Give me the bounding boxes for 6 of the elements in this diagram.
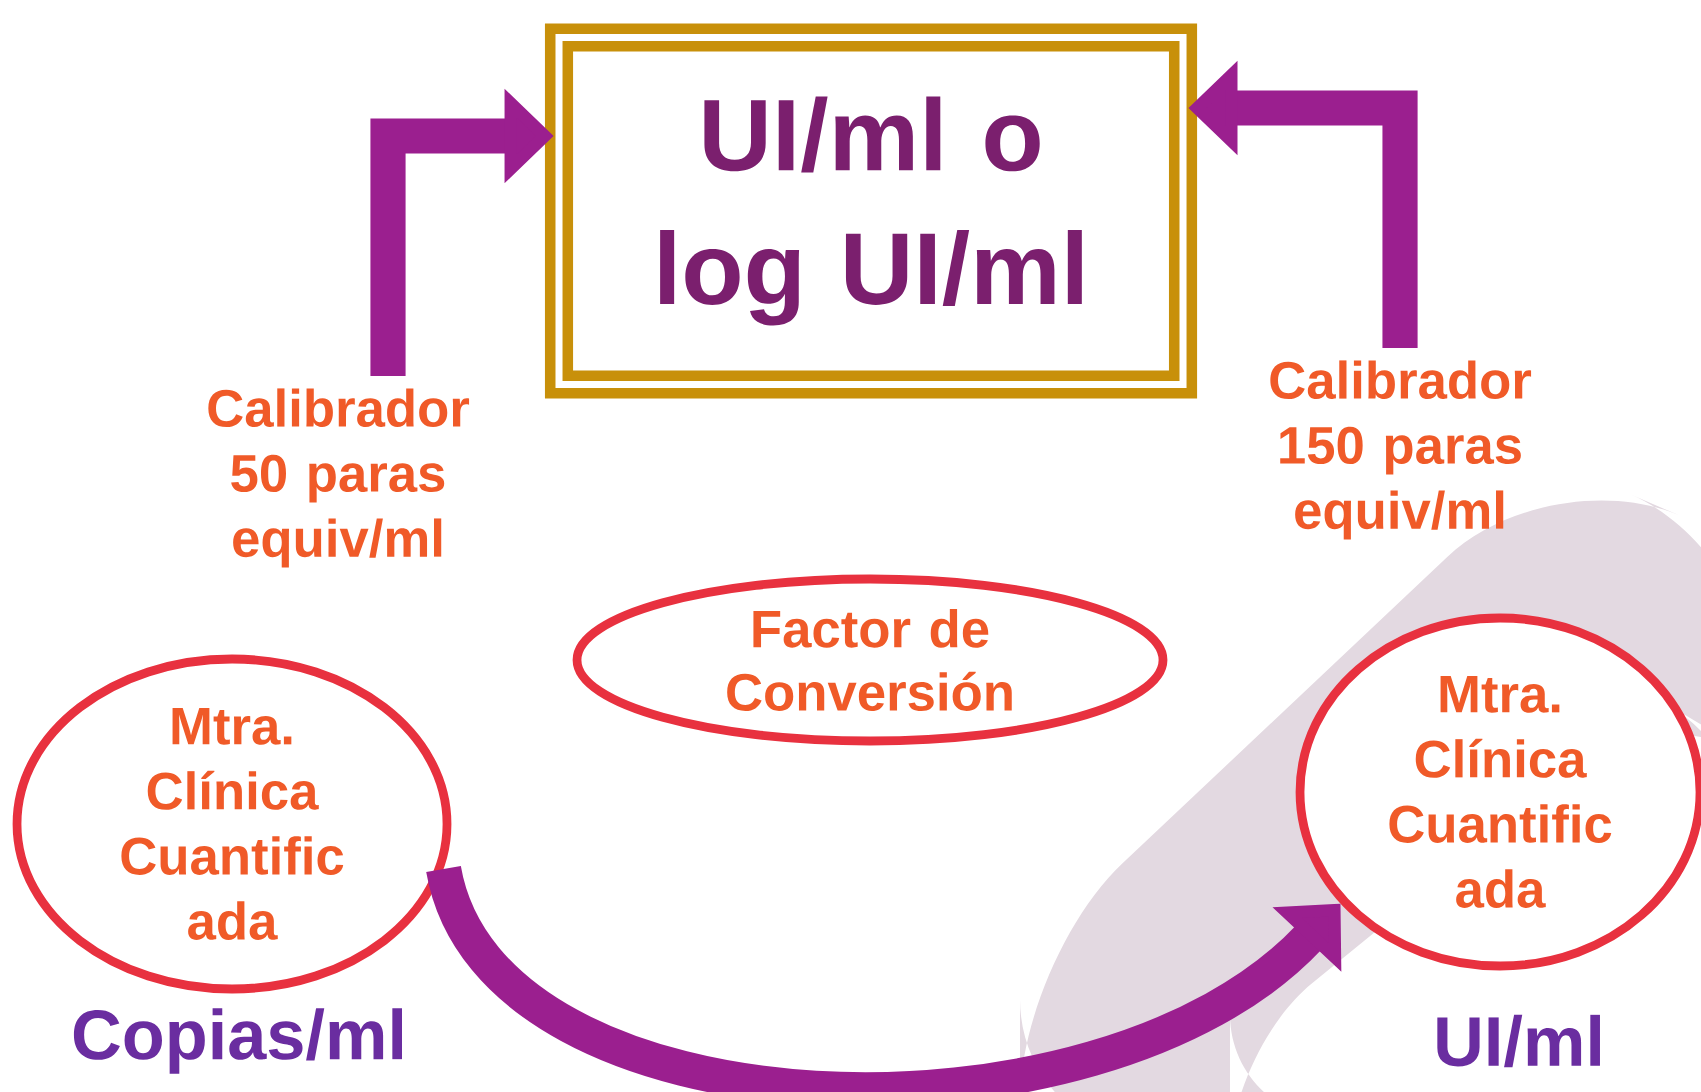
calibrator-label: Calibrador 50 paras equiv/ml bbox=[208, 388, 470, 568]
unit-label: Copias/ml bbox=[73, 1008, 402, 1074]
title-box: UI/ml o log UI/ml bbox=[544, 23, 1198, 399]
unit-label: UI/ml bbox=[1437, 1014, 1600, 1068]
calibrator-label: Calibrador 150 paras equiv/ml bbox=[1270, 360, 1532, 540]
node-label: Mtra. Clínica Cuantific ada bbox=[1389, 676, 1612, 908]
